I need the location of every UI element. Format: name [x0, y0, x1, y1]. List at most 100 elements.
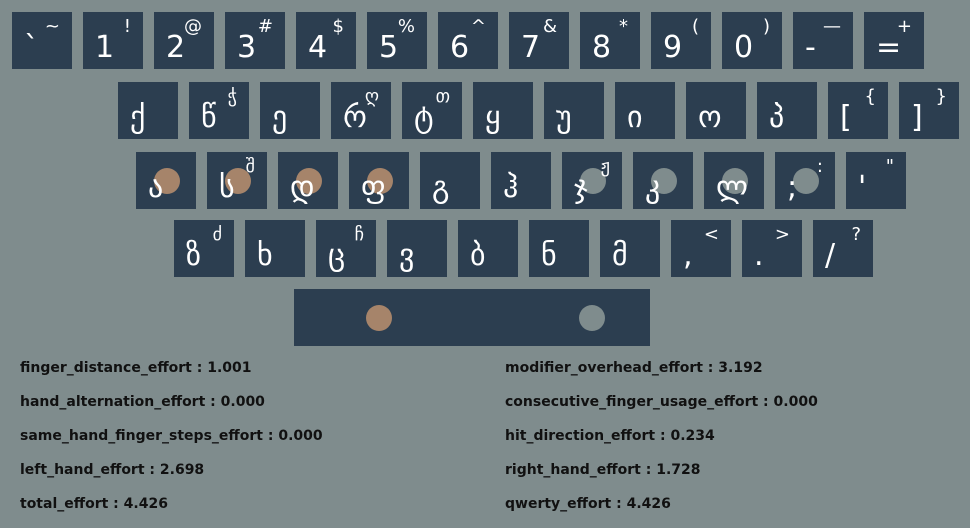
key[interactable]: `~: [12, 12, 72, 69]
key[interactable]: /?: [813, 220, 873, 277]
key-main-label: გ: [432, 170, 450, 205]
key[interactable]: 9(: [651, 12, 711, 69]
key[interactable]: -—: [793, 12, 853, 69]
key[interactable]: 1!: [83, 12, 143, 69]
key[interactable]: 5%: [367, 12, 427, 69]
stat-value: 4.426: [626, 496, 671, 512]
key-main-label: კ: [645, 170, 661, 205]
key[interactable]: ჰ: [491, 152, 551, 209]
stat-separator: :: [205, 394, 221, 410]
stat-value: 1.728: [656, 462, 701, 478]
stat-total-effort: total_effort : 4.426: [20, 496, 168, 512]
stat-separator: :: [655, 428, 671, 444]
key[interactable]: მ: [600, 220, 660, 277]
stat-value: 0.000: [220, 394, 265, 410]
key[interactable]: ]}: [899, 82, 959, 139]
key[interactable]: 3#: [225, 12, 285, 69]
space-bar[interactable]: [294, 289, 650, 346]
key-main-label: ყ: [485, 100, 501, 135]
stat-separator: :: [640, 462, 657, 478]
key-main-label: 4: [308, 30, 328, 65]
key[interactable]: ფ: [349, 152, 409, 209]
key-shift-label: ძ: [212, 224, 222, 245]
stat-label: finger_distance_effort: [20, 360, 192, 376]
key-shift-label: თ: [435, 86, 450, 107]
key-main-label: ჯ: [574, 170, 588, 205]
key-main-label: ა: [148, 170, 164, 205]
key[interactable]: ნ: [529, 220, 589, 277]
key[interactable]: 0): [722, 12, 782, 69]
key[interactable]: ყ: [473, 82, 533, 139]
stat-label: same_hand_finger_steps_effort: [20, 428, 263, 444]
key[interactable]: .>: [742, 220, 802, 277]
key[interactable]: ბ: [458, 220, 518, 277]
key[interactable]: კ: [633, 152, 693, 209]
stat-finger-distance-effort: finger_distance_effort : 1.001: [20, 360, 252, 376]
key-shift-label: ჟ: [600, 156, 610, 177]
key[interactable]: 6^: [438, 12, 498, 69]
stat-modifier-overhead-effort: modifier_overhead_effort : 3.192: [505, 360, 763, 376]
key-main-label: 0: [734, 30, 754, 65]
key-main-label: 7: [521, 30, 541, 65]
key-main-label: -: [805, 30, 816, 65]
key-main-label: 1: [95, 30, 115, 65]
key[interactable]: =+: [864, 12, 924, 69]
key[interactable]: პ: [757, 82, 817, 139]
key[interactable]: ე: [260, 82, 320, 139]
stat-value: 2.698: [159, 462, 205, 478]
key-main-label: /: [825, 238, 836, 273]
key-shift-label: +: [896, 16, 912, 37]
key[interactable]: გ: [420, 152, 480, 209]
key-shift-label: (: [691, 16, 699, 37]
stat-label: qwerty_effort: [505, 496, 612, 512]
key[interactable]: ი: [615, 82, 675, 139]
key-shift-label: ": [885, 156, 894, 177]
key-shift-label: ): [762, 16, 770, 37]
key[interactable]: დ: [278, 152, 338, 209]
stat-separator: :: [611, 496, 627, 512]
key-main-label: ;: [787, 170, 798, 205]
stat-label: left_hand_effort: [20, 462, 145, 478]
key[interactable]: ქ: [118, 82, 178, 139]
key[interactable]: ვ: [387, 220, 447, 277]
key[interactable]: [{: [828, 82, 888, 139]
key-main-label: ფ: [361, 170, 386, 205]
key[interactable]: ა: [136, 152, 196, 209]
stat-label: consecutive_finger_usage_effort: [505, 394, 759, 410]
key[interactable]: ;:: [775, 152, 835, 209]
key[interactable]: ო: [686, 82, 746, 139]
left-thumb-dot: [366, 305, 392, 331]
key-main-label: მ: [612, 238, 628, 273]
key[interactable]: 4$: [296, 12, 356, 69]
stat-value: 3.192: [718, 360, 763, 376]
key-main-label: [: [840, 100, 852, 135]
key[interactable]: უ: [544, 82, 604, 139]
stat-separator: :: [108, 496, 124, 512]
key-main-label: ქ: [130, 100, 146, 135]
key[interactable]: ,<: [671, 220, 731, 277]
key[interactable]: ლ: [704, 152, 764, 209]
key[interactable]: 8*: [580, 12, 640, 69]
right-home-finger-dot: [793, 168, 819, 194]
stat-same-hand-finger-steps-effort: same_hand_finger_steps_effort : 0.000: [20, 428, 323, 444]
key-main-label: ჰ: [503, 170, 519, 205]
key-main-label: ე: [272, 100, 288, 135]
key[interactable]: ხ: [245, 220, 305, 277]
key[interactable]: '": [846, 152, 906, 209]
stat-label: hand_alternation_effort: [20, 394, 206, 410]
key-main-label: ვ: [399, 238, 415, 273]
key[interactable]: 2@: [154, 12, 214, 69]
key[interactable]: 7&: [509, 12, 569, 69]
key-shift-label: $: [332, 16, 344, 37]
key-main-label: ხ: [257, 238, 273, 273]
key-main-label: ო: [698, 100, 722, 135]
key-shift-label: :: [816, 156, 823, 177]
key-shift-label: ღ: [364, 86, 379, 107]
